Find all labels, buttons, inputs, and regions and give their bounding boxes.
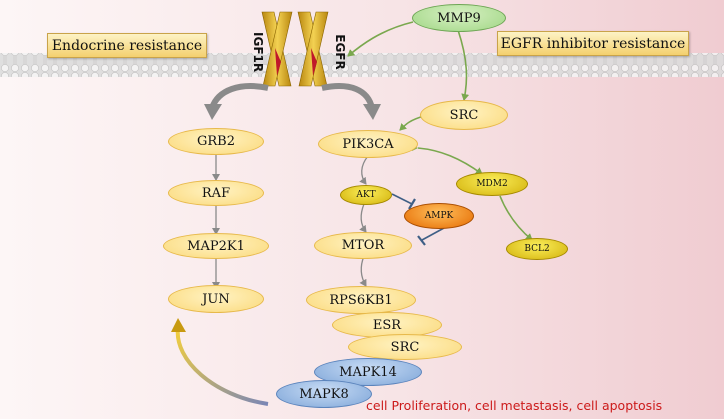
arrow-igf1r-to-grb2 (209, 83, 269, 110)
arrow-pik3ca-to-akt (359, 155, 369, 185)
arrow-mdm2-to-bcl2 (499, 195, 533, 241)
arrow-pik3ca-to-mdm2 (417, 147, 483, 175)
arrow-mmp9-to-src (457, 29, 470, 101)
node-mmp9: MMP9 (412, 4, 506, 32)
node-src-top: SRC (420, 100, 508, 130)
arrow-mtor-to-rps6kb1 (359, 255, 367, 287)
arrow-akt-to-mtor (359, 203, 367, 233)
inhibit-ampk-mtor (417, 227, 445, 246)
receptor-complex (261, 11, 329, 87)
outcome-text: cell Proliferation, cell metastasis, cel… (366, 398, 663, 413)
node-jun: JUN (168, 285, 264, 313)
arrow-egfr-to-pik3ca (321, 83, 375, 109)
node-pik3ca: PIK3CA (318, 130, 418, 158)
node-mtor: MTOR (314, 232, 412, 259)
node-bcl2: BCL2 (506, 238, 568, 260)
arrow-mmp9-to-egfr (347, 21, 414, 57)
arrow-mapk-to-jun (175, 327, 269, 406)
node-ampk: AMPK (404, 203, 474, 229)
node-grb2: GRB2 (168, 128, 264, 155)
egfr-inhibitor-resistance-label: EGFR inhibitor resistance (497, 31, 689, 56)
node-rps6kb1: RPS6KB1 (306, 286, 416, 314)
node-src-bottom: SRC (348, 334, 462, 360)
node-raf: RAF (168, 180, 264, 206)
node-map2k1: MAP2K1 (163, 233, 269, 259)
egfr-label: EGFR (333, 34, 347, 70)
node-akt: AKT (340, 185, 392, 205)
endocrine-resistance-label: Endocrine resistance (47, 33, 207, 58)
igf1r-label: IGF1R (251, 32, 265, 73)
node-mapk8: MAPK8 (276, 380, 372, 408)
node-mdm2: MDM2 (456, 172, 528, 196)
